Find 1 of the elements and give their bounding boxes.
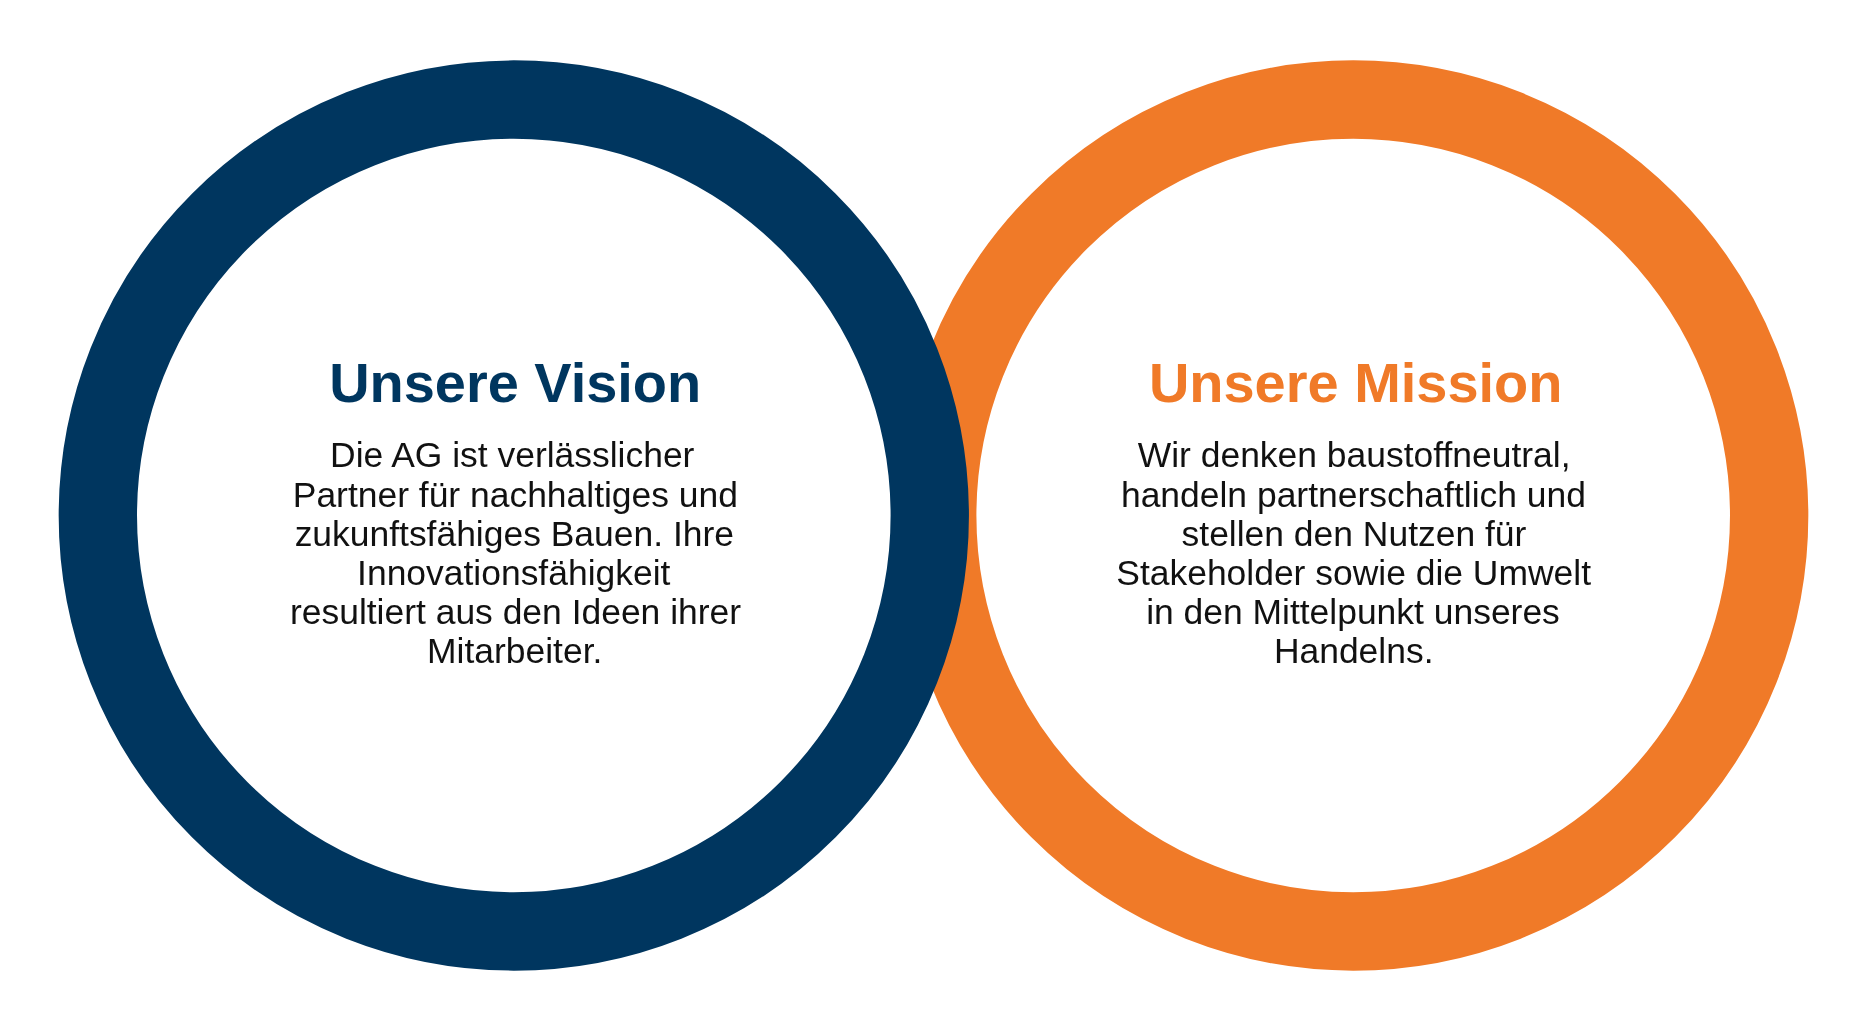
node-circle: Unsere Vision Die AG ist verlässlicher Partner für nachhaltiges und zukunftsfähiges Bauen. Ihre Innovationsfähigkeit resultiert aus den Ideen ihrer Mitarbeiter.	[58, 59, 969, 971]
